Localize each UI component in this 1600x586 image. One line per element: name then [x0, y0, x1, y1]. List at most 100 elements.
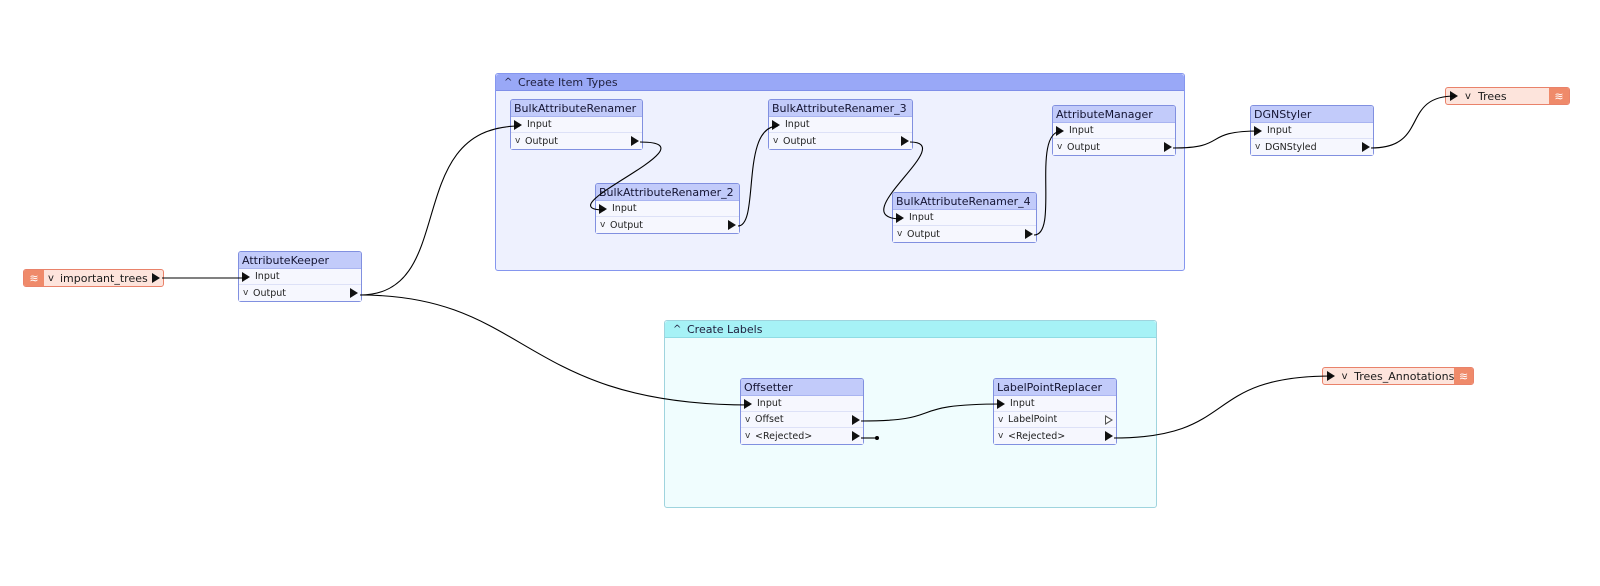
bookmark-title: Create Labels — [687, 322, 763, 336]
chevron-down-icon[interactable]: v — [897, 229, 903, 239]
chevron-down-icon[interactable]: v — [48, 272, 54, 284]
output-port-arrow-icon — [728, 220, 736, 230]
chevron-down-icon[interactable]: v — [1465, 90, 1471, 102]
chevron-down-icon[interactable]: v — [600, 220, 606, 230]
port-label: Output — [525, 135, 558, 147]
output-port[interactable]: v Offset — [741, 412, 863, 428]
rejected-port[interactable]: v <Rejected> — [741, 428, 863, 444]
transformer-title: AttributeKeeper — [239, 252, 361, 269]
input-port[interactable]: Input — [239, 269, 361, 285]
input-port[interactable]: Input — [893, 210, 1036, 226]
transformer-bulk-attribute-renamer-2[interactable]: BulkAttributeRenamer_2 Input v Output — [595, 183, 740, 234]
port-label: Input — [909, 212, 934, 223]
chevron-down-icon[interactable]: v — [1341, 370, 1348, 382]
transformer-bulk-attribute-renamer-4[interactable]: BulkAttributeRenamer_4 Input v Output — [892, 192, 1037, 243]
bookmark-header[interactable]: ^ Create Labels — [665, 321, 1156, 338]
input-port-arrow-icon[interactable] — [1450, 91, 1458, 101]
chevron-up-icon[interactable]: ^ — [673, 323, 682, 335]
transformer-dgn-styler[interactable]: DGNStyler Input v DGNStyled — [1250, 105, 1374, 156]
output-port-arrow-icon — [1164, 142, 1172, 152]
port-label: <Rejected> — [755, 430, 813, 442]
port-label: LabelPoint — [1008, 414, 1058, 425]
transformer-bulk-attribute-renamer[interactable]: BulkAttributeRenamer Input v Output — [510, 99, 643, 150]
chevron-down-icon[interactable]: v — [1057, 142, 1063, 152]
input-port[interactable]: Input — [1251, 123, 1373, 139]
input-port[interactable]: Input — [994, 396, 1116, 412]
port-label: Input — [612, 203, 637, 214]
input-port-arrow-icon[interactable] — [1327, 371, 1335, 381]
input-port[interactable]: Input — [741, 396, 863, 412]
feature-type-name: Trees — [1478, 89, 1507, 103]
chevron-down-icon[interactable]: v — [515, 136, 521, 146]
output-port[interactable]: v Output — [893, 226, 1036, 242]
output-port[interactable]: v Output — [1053, 139, 1175, 155]
input-port-arrow-icon — [1254, 125, 1262, 136]
input-port[interactable]: Input — [596, 201, 739, 217]
output-port-arrow-icon — [1362, 142, 1370, 152]
output-port-arrow-icon — [631, 136, 639, 146]
chevron-down-icon[interactable]: v — [1255, 142, 1261, 152]
port-label: Output — [610, 219, 643, 231]
input-port[interactable]: Input — [1053, 123, 1175, 139]
output-port[interactable]: v Output — [511, 133, 642, 149]
transformer-title: BulkAttributeRenamer_4 — [893, 193, 1036, 210]
input-port-arrow-icon — [772, 119, 780, 130]
transformer-title: BulkAttributeRenamer_2 — [596, 184, 739, 201]
connection-line[interactable] — [1370, 95, 1456, 149]
input-port-arrow-icon — [1056, 125, 1064, 136]
output-port[interactable]: v DGNStyled — [1251, 139, 1373, 155]
transformer-offsetter[interactable]: Offsetter Input v Offset v <Rejected> — [740, 378, 864, 445]
output-port-arrow-icon — [901, 136, 909, 146]
port-label: Input — [1069, 125, 1094, 136]
chevron-down-icon[interactable]: v — [998, 431, 1004, 441]
input-port-arrow-icon — [896, 212, 904, 223]
output-port[interactable]: v Output — [769, 133, 912, 149]
layers-icon: ≋ — [24, 270, 44, 286]
feature-type-name: Trees_Annotations — [1354, 369, 1455, 383]
chevron-down-icon[interactable]: v — [773, 136, 779, 146]
transformer-title: BulkAttributeRenamer_3 — [769, 100, 912, 117]
transformer-attribute-manager[interactable]: AttributeManager Input v Output — [1052, 105, 1176, 156]
feature-type-name: important_trees — [60, 271, 148, 285]
reader-feature-type[interactable]: ≋ v important_trees — [23, 269, 164, 287]
transformer-title: BulkAttributeRenamer — [511, 100, 642, 117]
port-label: Input — [757, 398, 782, 409]
port-label: <Rejected> — [1008, 430, 1066, 442]
transformer-title: DGNStyler — [1251, 106, 1373, 123]
bookmark-title: Create Item Types — [518, 75, 618, 89]
writer-feature-type[interactable]: v Trees ≋ — [1445, 87, 1570, 105]
bookmark-header[interactable]: ^ Create Item Types — [496, 74, 1184, 91]
port-label: Input — [527, 119, 552, 130]
input-port-arrow-icon — [744, 398, 752, 409]
layers-icon: ≋ — [1549, 88, 1569, 104]
input-port-arrow-icon — [242, 271, 250, 282]
output-port[interactable]: v Output — [596, 217, 739, 233]
input-port[interactable]: Input — [769, 117, 912, 133]
output-port-arrow-icon — [852, 431, 860, 441]
writer-feature-type[interactable]: v Trees_Annotations ≋ — [1322, 367, 1474, 385]
port-label: DGNStyled — [1265, 141, 1317, 153]
transformer-attribute-keeper[interactable]: AttributeKeeper Input v Output — [238, 251, 362, 302]
transformer-label-point-replacer[interactable]: LabelPointReplacer Input v LabelPoint v … — [993, 378, 1117, 445]
port-label: Output — [907, 228, 940, 240]
rejected-port[interactable]: v <Rejected> — [994, 428, 1116, 444]
chevron-down-icon[interactable]: v — [998, 414, 1004, 425]
connection-line[interactable] — [1172, 130, 1261, 149]
input-port-arrow-icon — [514, 119, 522, 130]
chevron-down-icon[interactable]: v — [745, 414, 751, 425]
input-port-arrow-icon — [599, 203, 607, 214]
chevron-down-icon[interactable]: v — [243, 288, 249, 298]
input-port[interactable]: Input — [511, 117, 642, 133]
chevron-down-icon[interactable]: v — [745, 431, 751, 441]
output-port-arrow-icon — [852, 415, 860, 425]
output-port[interactable]: v LabelPoint — [994, 412, 1116, 428]
transformer-title: AttributeManager — [1053, 106, 1175, 123]
port-label: Input — [1267, 125, 1292, 136]
output-port-arrow-icon[interactable] — [152, 273, 160, 283]
transformer-bulk-attribute-renamer-3[interactable]: BulkAttributeRenamer_3 Input v Output — [768, 99, 913, 150]
output-port[interactable]: v Output — [239, 285, 361, 301]
port-label: Offset — [755, 414, 784, 425]
transformer-title: Offsetter — [741, 379, 863, 396]
chevron-up-icon[interactable]: ^ — [504, 76, 513, 88]
